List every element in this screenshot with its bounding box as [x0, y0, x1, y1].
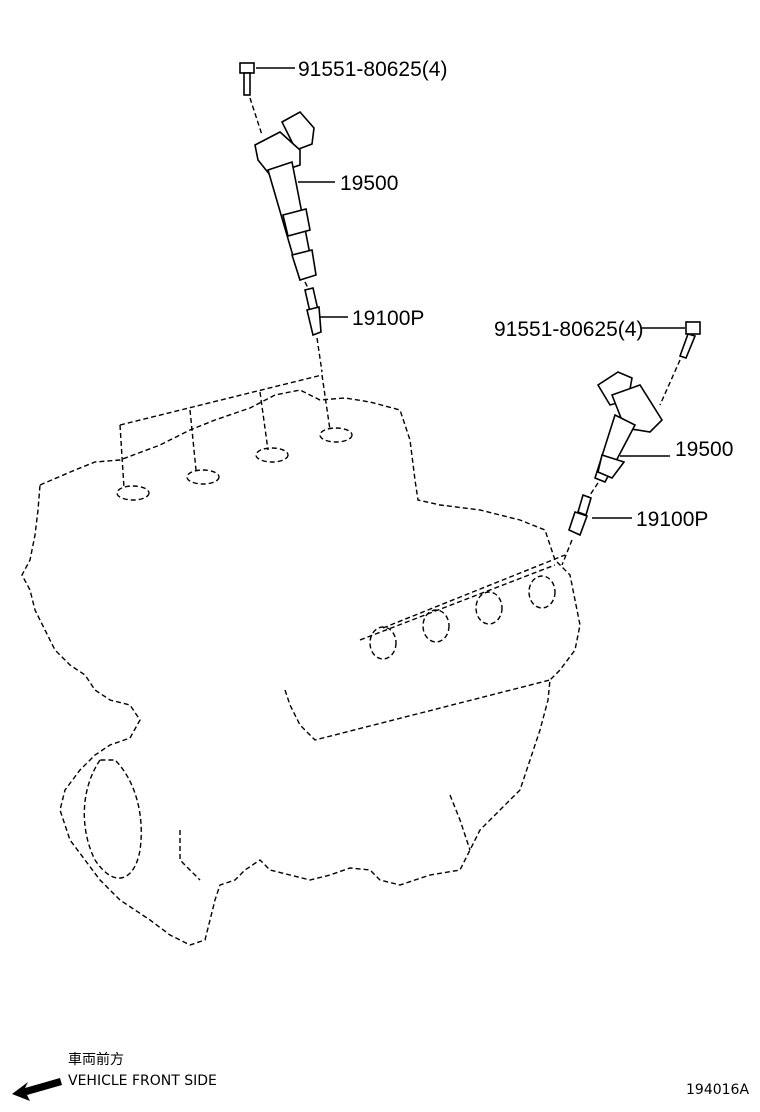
spark-plug-top	[304, 287, 323, 373]
bolt-right	[659, 321, 701, 406]
bolt-top	[239, 62, 263, 136]
right-bank-holes	[369, 554, 566, 660]
label-coil-top: 19500	[340, 172, 398, 195]
label-plug-right: 19100P	[636, 508, 708, 531]
engine-block-outline	[21, 389, 581, 946]
label-bolt-top: 91551-80625(4)	[298, 58, 447, 81]
spark-plug-right	[561, 493, 592, 566]
front-label-en: VEHICLE FRONT SIDE	[68, 1073, 217, 1089]
front-direction-arrow-icon	[12, 1078, 62, 1101]
leader-lines	[256, 67, 685, 519]
ignition-coil-top	[254, 110, 317, 293]
drawing-id: 194016A	[686, 1082, 749, 1098]
ignition-coil-right	[587, 371, 664, 499]
top-bank-holes	[116, 374, 353, 501]
label-plug-top: 19100P	[352, 307, 424, 330]
front-label-jp: 車両前方	[68, 1051, 124, 1068]
label-coil-right: 19500	[675, 438, 733, 461]
label-bolt-right: 91551-80625(4)	[494, 318, 643, 341]
